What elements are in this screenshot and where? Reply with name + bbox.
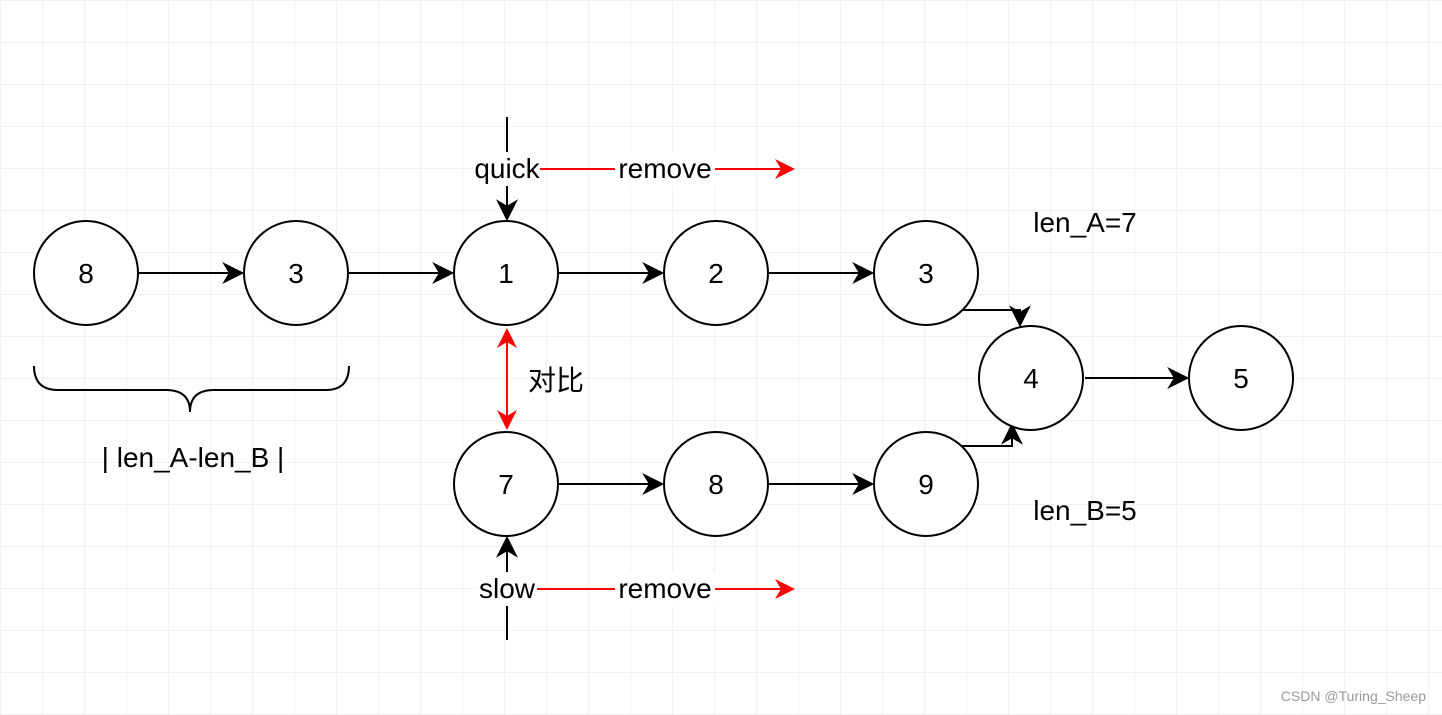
node-m0-value: 4 [1023, 363, 1039, 394]
length-difference-label: | len_A-len_B | [102, 442, 285, 473]
node-b1-value: 8 [708, 469, 724, 500]
node-m0: 4 [978, 325, 1084, 431]
list-a-length-label: len_A=7 [1033, 207, 1137, 238]
node-a2: 1 [453, 220, 559, 326]
node-b2-value: 9 [918, 469, 934, 500]
length-difference-brace [33, 365, 350, 413]
node-a3: 2 [663, 220, 769, 326]
node-b1: 8 [663, 431, 769, 537]
list-a-nodes: 8 3 1 2 3 [33, 220, 979, 326]
quick-move-label: remove [618, 153, 711, 184]
edge-b2-merge [962, 422, 1023, 447]
node-a3-value: 2 [708, 258, 724, 289]
slow-move-label: remove [618, 573, 711, 604]
node-a4-value: 3 [918, 258, 934, 289]
quick-pointer-label: quick [474, 153, 540, 184]
compare-label: 对比 [528, 365, 584, 396]
node-a0: 8 [33, 220, 139, 326]
node-b2: 9 [873, 431, 979, 537]
node-m1: 5 [1188, 325, 1294, 431]
node-a0-value: 8 [78, 258, 94, 289]
edges [139, 262, 1190, 495]
node-m1-value: 5 [1233, 363, 1249, 394]
node-b0-value: 7 [498, 469, 514, 500]
node-a1-value: 3 [288, 258, 304, 289]
edge-a4-merge [962, 305, 1031, 328]
list-b-nodes: 7 8 9 [453, 431, 979, 537]
node-a2-value: 1 [498, 258, 514, 289]
node-a1: 3 [243, 220, 349, 326]
node-a4: 3 [873, 220, 979, 326]
list-b-length-label: len_B=5 [1033, 495, 1137, 526]
node-b0: 7 [453, 431, 559, 537]
merge-nodes: 4 5 [978, 325, 1294, 431]
labels: quick remove slow remove 对比 len_A=7 len_… [102, 152, 1426, 704]
watermark-text: CSDN @Turing_Sheep [1281, 688, 1426, 704]
slow-pointer-label: slow [479, 573, 536, 604]
